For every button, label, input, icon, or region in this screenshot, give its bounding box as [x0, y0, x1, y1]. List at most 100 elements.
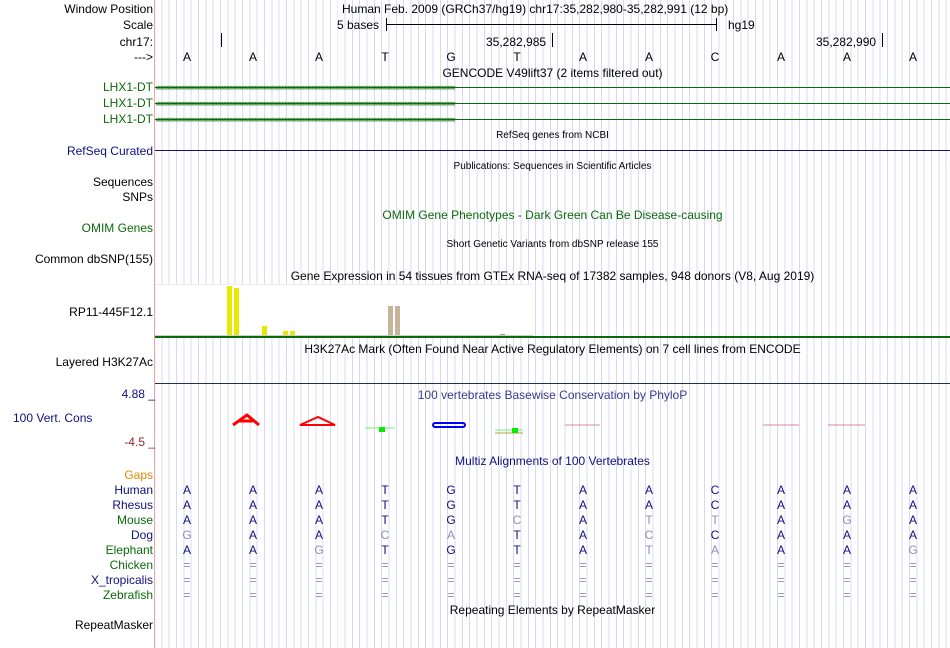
species-label[interactable]: Elephant	[105, 543, 153, 557]
h3k27ac-track-title: H3K27Ac Mark (Often Found Near Active Re…	[304, 342, 801, 356]
ruler-tick	[882, 33, 883, 47]
alignment-base: =	[909, 573, 917, 587]
alignment-base: A	[314, 528, 323, 542]
species-label[interactable]: Human	[114, 483, 153, 497]
h3k27ac-baseline	[155, 383, 950, 384]
phylop-mark	[432, 422, 466, 428]
label-window-position: Window Position	[64, 2, 153, 16]
gtex-bar[interactable]	[388, 306, 393, 336]
label-gaps[interactable]: Gaps	[124, 468, 153, 482]
alignment-base: =	[843, 573, 851, 587]
base-letter: A	[842, 50, 851, 64]
gene-lhx1-dt-3[interactable]: ‹‹‹‹‹‹‹‹‹‹‹‹‹‹‹‹‹‹‹‹‹‹‹‹‹‹‹‹‹‹‹‹‹‹‹‹‹‹‹‹…	[155, 116, 950, 123]
alignment-base: =	[513, 588, 521, 602]
gtex-bar[interactable]	[227, 286, 232, 336]
label-cons-min: -4.5 _	[124, 435, 155, 449]
gtex-bar[interactable]	[262, 326, 267, 336]
alignment-base: C	[380, 528, 390, 542]
alignment-base: T	[645, 513, 653, 527]
alignment-base: =	[183, 573, 191, 587]
refseq-track-title: RefSeq genes from NCBI	[496, 130, 609, 141]
alignment-base: =	[513, 573, 521, 587]
label-strand-arrow[interactable]: --->	[134, 50, 153, 64]
alignment-base: A	[776, 528, 785, 542]
label-chr: chr17:	[119, 35, 153, 49]
gtex-gene-bar[interactable]	[155, 336, 950, 338]
alignment-base: A	[182, 498, 191, 512]
label-dbsnp[interactable]: Common dbSNP(155)	[34, 252, 153, 266]
species-label[interactable]: X_tropicalis	[90, 573, 153, 587]
base-letter: A	[314, 50, 323, 64]
alignment-base: A	[842, 483, 851, 497]
species-label[interactable]: Zebrafish	[102, 588, 153, 602]
alignment-base: T	[645, 543, 653, 557]
alignment-base: A	[644, 483, 653, 497]
label-repeatmasker[interactable]: RepeatMasker	[74, 618, 153, 632]
alignment-base: A	[776, 543, 785, 557]
refseq-gene-line[interactable]	[155, 150, 950, 151]
alignment-base: =	[645, 558, 653, 572]
label-snps[interactable]: SNPs	[122, 190, 153, 204]
ruler-tick	[221, 33, 222, 47]
label-gencode-3[interactable]: LHX1-DT	[102, 112, 153, 126]
alignment-base: =	[447, 573, 455, 587]
label-refseq[interactable]: RefSeq Curated	[66, 144, 153, 158]
gtex-chart[interactable]	[155, 284, 533, 336]
label-gencode-2[interactable]: LHX1-DT	[102, 96, 153, 110]
alignment-base: A	[908, 498, 917, 512]
alignment-base: C	[512, 513, 522, 527]
species-label[interactable]: Mouse	[116, 513, 153, 527]
alignment-base: =	[183, 558, 191, 572]
label-gtex[interactable]: RP11-445F12.1	[69, 305, 153, 319]
alignment-base: G	[908, 543, 918, 557]
alignment-base: =	[315, 558, 323, 572]
alignment-base: T	[513, 528, 521, 542]
alignment-base: =	[645, 573, 653, 587]
alignment-base: =	[711, 588, 719, 602]
gtex-bar[interactable]	[290, 331, 295, 336]
species-label[interactable]: Rhesus	[112, 498, 153, 512]
alignment-base: A	[908, 528, 917, 542]
alignment-base: A	[710, 543, 719, 557]
species-label[interactable]: Dog	[130, 528, 153, 542]
phylop-mark	[232, 413, 260, 427]
gtex-bar[interactable]	[395, 306, 400, 336]
alignment-base: T	[711, 513, 719, 527]
alignment-base: =	[843, 588, 851, 602]
alignment-base: =	[711, 558, 719, 572]
base-letter: A	[776, 50, 785, 64]
label-scale: Scale	[122, 18, 153, 32]
alignment-base: =	[579, 573, 587, 587]
base-letter: A	[578, 50, 587, 64]
gene-lhx1-dt-1[interactable]: ‹‹‹‹‹‹‹‹‹‹‹‹‹‹‹‹‹‹‹‹‹‹‹‹‹‹‹‹‹‹‹‹‹‹‹‹‹‹‹‹…	[155, 84, 950, 91]
alignment-base: =	[711, 573, 719, 587]
label-h3k27ac[interactable]: Layered H3K27Ac	[55, 355, 153, 369]
gene-lhx1-dt-2[interactable]: ‹‹‹‹‹‹‹‹‹‹‹‹‹‹‹‹‹‹‹‹‹‹‹‹‹‹‹‹‹‹‹‹‹‹‹‹‹‹‹‹…	[155, 100, 950, 107]
alignment-base: G	[842, 513, 852, 527]
base-letter: T	[381, 50, 389, 64]
phylop-plot[interactable]	[155, 410, 950, 440]
alignment-base: A	[842, 543, 851, 557]
gtex-bar[interactable]	[234, 288, 239, 336]
alignment-base: A	[182, 513, 191, 527]
gtex-bar[interactable]	[283, 331, 288, 336]
alignment-base: =	[447, 588, 455, 602]
alignment-base: =	[777, 588, 785, 602]
alignment-base: C	[644, 528, 654, 542]
label-gencode-1[interactable]: LHX1-DT	[102, 80, 153, 94]
ruler-pos-1: 35,282,985	[486, 35, 547, 49]
label-cons[interactable]: 100 Vert. Cons	[13, 411, 93, 425]
dbsnp-track-title: Short Genetic Variants from dbSNP releas…	[446, 239, 659, 250]
alignment-base: =	[579, 558, 587, 572]
alignment-base: =	[579, 588, 587, 602]
alignment-base: =	[777, 573, 785, 587]
base-letter: T	[513, 50, 521, 64]
alignment-base: T	[513, 498, 521, 512]
alignment-base: A	[182, 483, 191, 497]
multiz-track-title: Multiz Alignments of 100 Vertebrates	[455, 454, 650, 468]
label-sequences[interactable]: Sequences	[92, 175, 153, 189]
label-omim[interactable]: OMIM Genes	[81, 221, 153, 235]
species-label[interactable]: Chicken	[109, 558, 153, 572]
alignment-base: A	[314, 498, 323, 512]
base-letter: A	[644, 50, 653, 64]
